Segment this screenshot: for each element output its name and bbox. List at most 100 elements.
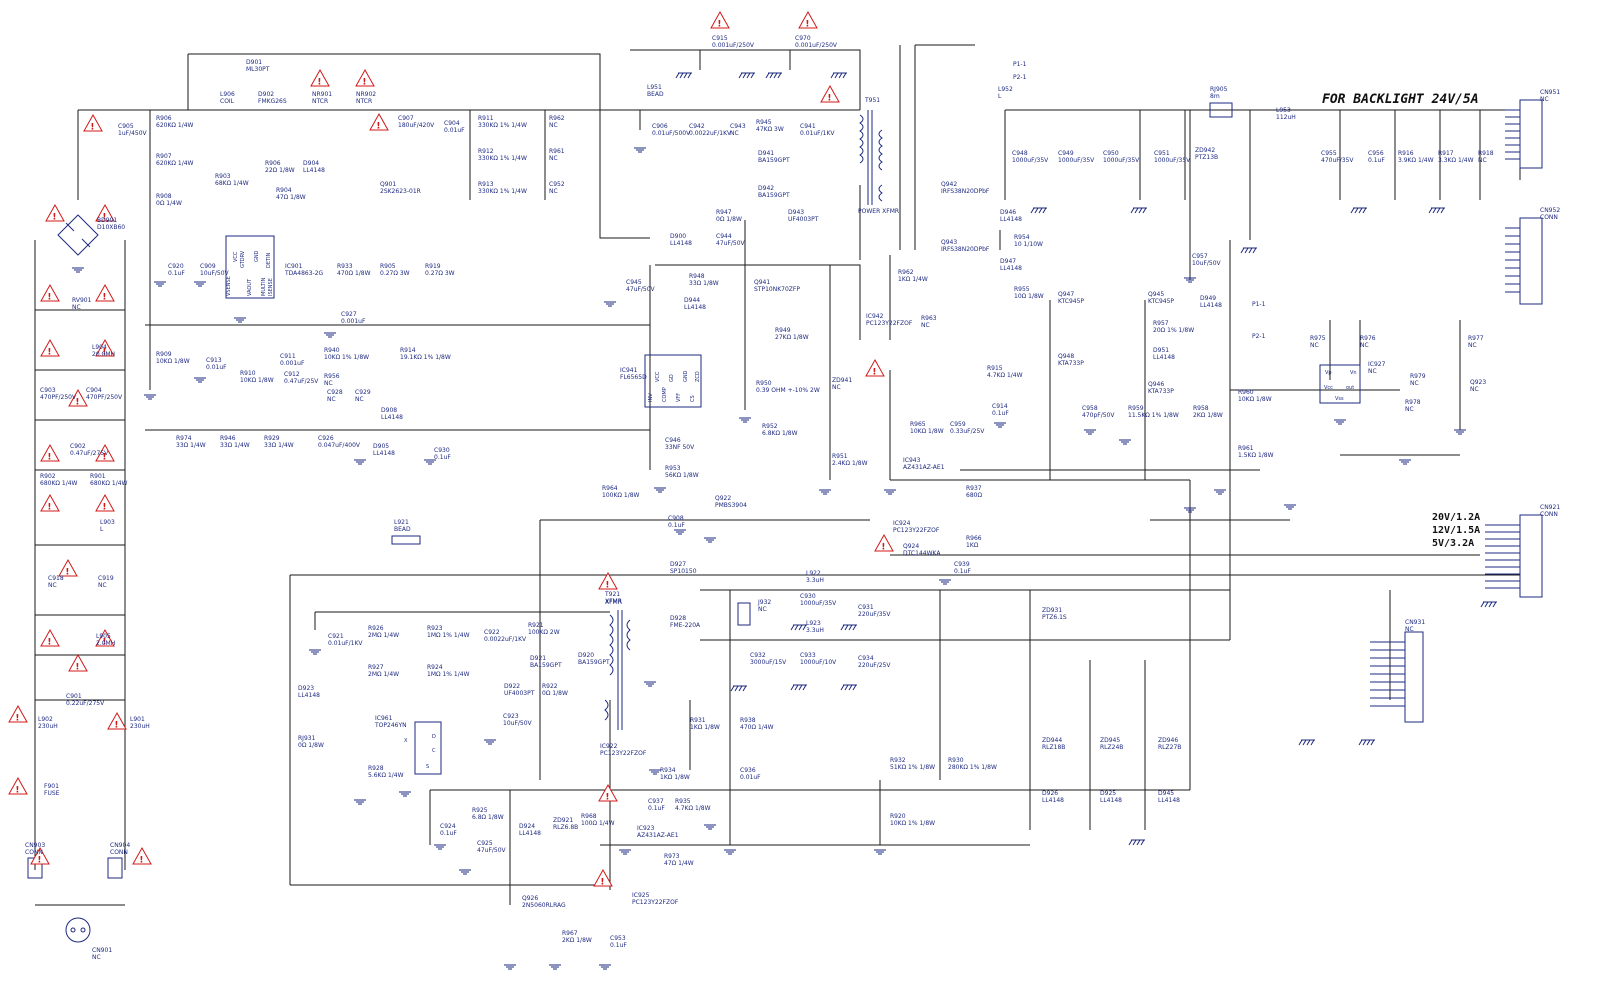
svg-text:GD: GD <box>669 374 675 382</box>
ic901-body <box>225 235 275 299</box>
xfmr-label: XFMR <box>605 599 622 606</box>
svg-text:VCC: VCC <box>233 251 239 262</box>
power-xfmr-label: POWER XFMR <box>858 208 899 215</box>
svg-text:Vcc: Vcc <box>1324 385 1333 391</box>
svg-text:INV: INV <box>648 393 654 402</box>
svg-text:CS: CS <box>690 395 696 402</box>
rj905-fuse <box>1209 102 1233 118</box>
ic901-pin-labels: VSENSE VCC GTDRV VAOUT GND MULTIN DETIN … <box>226 250 274 296</box>
connector-cn951 <box>1505 99 1543 169</box>
wiring <box>34 44 1521 906</box>
cn901-plug <box>65 917 91 943</box>
ic961-body <box>414 721 442 775</box>
output-12v-label: 12V/1.5A <box>1432 525 1480 536</box>
transformer-t951 <box>859 110 883 205</box>
svg-text:GTDRV: GTDRV <box>240 250 246 268</box>
warning-triangles <box>8 11 894 888</box>
component-label-t951: T951 <box>864 97 880 104</box>
output-5v-label: 5V/3.2A <box>1432 538 1474 549</box>
net-label-p1-1-mid: P1-1 <box>1252 301 1266 308</box>
svg-text:GND: GND <box>254 250 260 262</box>
svg-text:D: D <box>432 734 436 740</box>
svg-text:X: X <box>404 738 408 744</box>
svg-text:VCC: VCC <box>655 371 661 382</box>
